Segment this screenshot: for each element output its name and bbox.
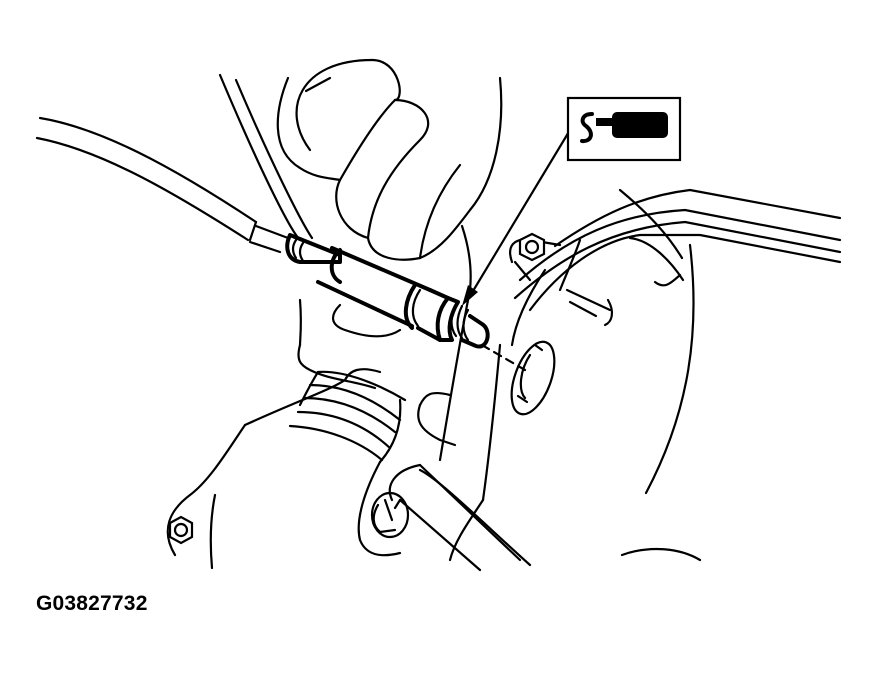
pipe-flange-nut bbox=[168, 515, 194, 545]
sealant-callout-box bbox=[566, 96, 682, 162]
sealant-tube-icon bbox=[580, 112, 594, 144]
exhaust-manifold bbox=[438, 188, 842, 562]
oxygen-sensor bbox=[285, 233, 490, 349]
insertion-axis bbox=[480, 343, 527, 372]
figure-id-label: G03827732 bbox=[36, 592, 148, 615]
sensor-wire-harness bbox=[35, 116, 290, 254]
exhaust-flex-pipe bbox=[166, 368, 407, 570]
stud-bolt bbox=[357, 460, 532, 572]
sensor-mounting-hole bbox=[510, 340, 556, 416]
callout-arrow bbox=[462, 128, 572, 306]
manifold-bracket bbox=[218, 73, 457, 447]
tube-nozzle bbox=[596, 118, 612, 126]
hand bbox=[276, 58, 503, 338]
tube-body bbox=[612, 112, 668, 138]
oxygen-sensor-illustration bbox=[35, 58, 842, 572]
flange-nut bbox=[509, 232, 562, 282]
